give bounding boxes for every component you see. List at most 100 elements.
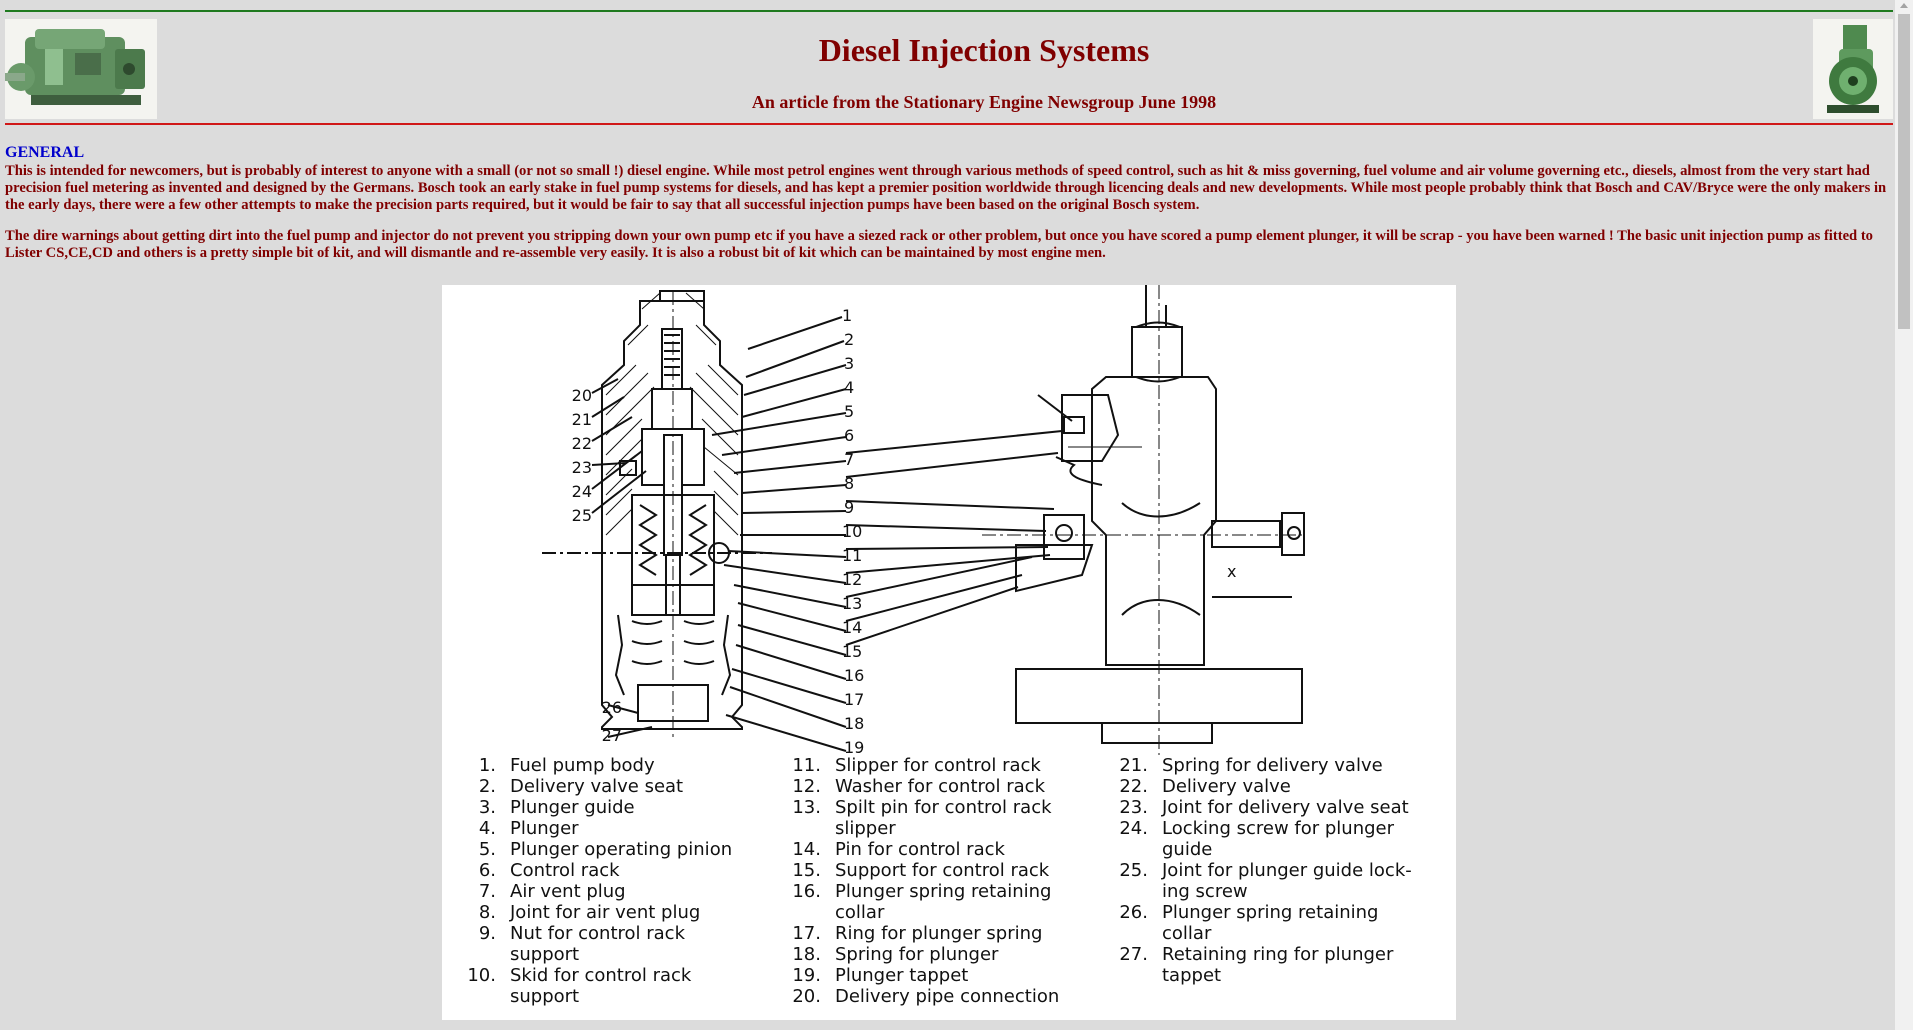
legend-item-text: Plunger: [510, 818, 579, 839]
legend-item-text: Nut for control rack support: [510, 923, 685, 965]
header-divider: [5, 123, 1893, 125]
legend-item-number: 27.: [1119, 944, 1148, 965]
injection-pump-diagram: 1 2 3 4 5 6 7 8 9 10 11 12 13 14 15 16 1…: [442, 285, 1456, 1020]
legend-item-text: Plunger guide: [510, 797, 635, 818]
legend-item-number: 21.: [1119, 755, 1148, 776]
legend-item: 4.Plunger: [452, 818, 752, 839]
legend-item: 17. Ring for plunger spring: [777, 923, 1077, 944]
legend-item-number: 2.: [478, 776, 496, 797]
top-divider: [5, 10, 1893, 12]
legend-item-number: 7.: [478, 881, 496, 902]
vertical-scrollbar[interactable]: [1895, 0, 1913, 1030]
legend-item-text: Plunger spring retaining collar: [835, 881, 1052, 923]
callout-label: 12: [842, 570, 862, 589]
legend-item-number: 14.: [792, 839, 821, 860]
legend-item-text: Washer for control rack: [835, 776, 1045, 797]
legend-item-number: 1.: [478, 755, 496, 776]
legend-item-number: 16.: [792, 881, 821, 902]
legend-item: 23.Joint for delivery valve seat: [1104, 797, 1444, 818]
legend-item: 5. Plunger operating pinion: [452, 839, 752, 860]
legend-item-text: Delivery pipe connection: [835, 986, 1060, 1007]
legend-item-number: 12.: [792, 776, 821, 797]
section-heading: GENERAL: [5, 144, 85, 161]
legend-item: 22. Delivery valve: [1104, 776, 1444, 797]
engine-photo-left: [5, 19, 157, 119]
callout-label: 4: [844, 378, 854, 397]
legend-item-number: 17.: [792, 923, 821, 944]
legend-item: 26.Plunger spring retaining collar: [1104, 902, 1444, 944]
legend-item: 15. Support for control rack: [777, 860, 1077, 881]
legend-item: 27. Retaining ring for plunger tappet: [1104, 944, 1444, 986]
legend-item: 3. Plunger guide: [452, 797, 752, 818]
paragraph: The dire warnings about getting dirt int…: [5, 228, 1873, 261]
legend-item-text: Joint for plunger guide lock- ing screw: [1162, 860, 1412, 902]
legend-item-text: Delivery valve: [1162, 776, 1291, 797]
legend-item-text: Slipper for control rack: [835, 755, 1041, 776]
legend-item-number: 19.: [792, 965, 821, 986]
engine-photo-right: [1813, 19, 1893, 119]
legend-item-number: 11.: [792, 755, 821, 776]
dimension-mark: x: [1227, 562, 1236, 581]
callout-label: 9: [844, 498, 854, 517]
legend-item-text: Skid for control rack support: [510, 965, 692, 1007]
legend-item-text: Joint for delivery valve seat: [1162, 797, 1409, 818]
callout-label: 25: [572, 506, 592, 525]
legend-item-number: 15.: [792, 860, 821, 881]
legend-item-number: 13.: [792, 797, 821, 818]
legend-item-text: Joint for air vent plug: [510, 902, 701, 923]
legend-item: 9. Nut for control rack support: [452, 923, 752, 965]
legend-item-text: Pin for control rack: [835, 839, 1005, 860]
legend-item-text: Control rack: [510, 860, 620, 881]
article-body: GENERAL This is intended for newcomers, …: [5, 143, 1893, 276]
legend-column-3: 21. Spring for delivery valve 22. Delivery …: [1104, 755, 1444, 986]
legend-item: 1.Fuel pump body: [452, 755, 752, 776]
paragraph: This is intended for newcomers, but is p…: [5, 163, 1887, 213]
legend-item: 20. Delivery pipe connection: [777, 986, 1077, 1007]
callout-label: 1: [842, 306, 852, 325]
callout-label: 24: [572, 482, 592, 501]
scrollbar-thumb[interactable]: [1898, 14, 1910, 329]
callout-label: 15: [842, 642, 862, 661]
callout-label: 19: [844, 738, 864, 755]
legend-item: 6. Control rack: [452, 860, 752, 881]
legend-item-text: Plunger tappet: [835, 965, 969, 986]
legend-item-text: Plunger spring retaining collar: [1162, 902, 1379, 944]
legend-item-number: 20.: [792, 986, 821, 1007]
legend-item-number: 25.: [1119, 860, 1148, 881]
legend-item-text: Support for control rack: [835, 860, 1050, 881]
legend-item-text: Spring for delivery valve: [1162, 755, 1383, 776]
legend-item: 13.Spilt pin for control rack slipper: [777, 797, 1077, 839]
legend-item-text: Air vent plug: [510, 881, 626, 902]
legend-item-number: 22.: [1119, 776, 1148, 797]
legend-item-number: 8.: [478, 902, 496, 923]
callout-label: 11: [842, 546, 862, 565]
callout-label: 10: [842, 522, 862, 541]
legend-item-text: Retaining ring for plunger tappet: [1162, 944, 1394, 986]
legend-item-text: Plunger operating pinion: [510, 839, 733, 860]
legend-item-text: Locking screw for plunger guide: [1162, 818, 1395, 860]
callout-label: 3: [844, 354, 854, 373]
legend-item-number: 10.: [467, 965, 496, 986]
scroll-up-arrow-icon[interactable]: [1900, 3, 1908, 8]
legend-item-text: Spring for plunger: [835, 944, 999, 965]
legend-item-number: 9.: [478, 923, 496, 944]
legend-item-text: Ring for plunger spring: [835, 923, 1043, 944]
callout-label: 20: [572, 386, 592, 405]
legend-item: 12. Washer for control rack: [777, 776, 1077, 797]
callout-label: 8: [844, 474, 854, 493]
callout-label: 14: [842, 618, 862, 637]
legend-item-number: 5.: [478, 839, 496, 860]
page-title: Diesel Injection Systems: [818, 32, 1150, 68]
legend-item: 24.Locking screw for plunger guide: [1104, 818, 1444, 860]
legend-item: 10. Skid for control rack support: [452, 965, 752, 1007]
legend-item-number: 6.: [478, 860, 496, 881]
callout-label: 18: [844, 714, 864, 733]
legend-item-number: 18.: [792, 944, 821, 965]
legend-item: 19. Plunger tappet: [777, 965, 1077, 986]
legend-item: 2.Delivery valve seat: [452, 776, 752, 797]
callout-label: 7: [844, 450, 854, 469]
legend-item: 18. Spring for plunger: [777, 944, 1077, 965]
legend-item-number: 3.: [478, 797, 496, 818]
